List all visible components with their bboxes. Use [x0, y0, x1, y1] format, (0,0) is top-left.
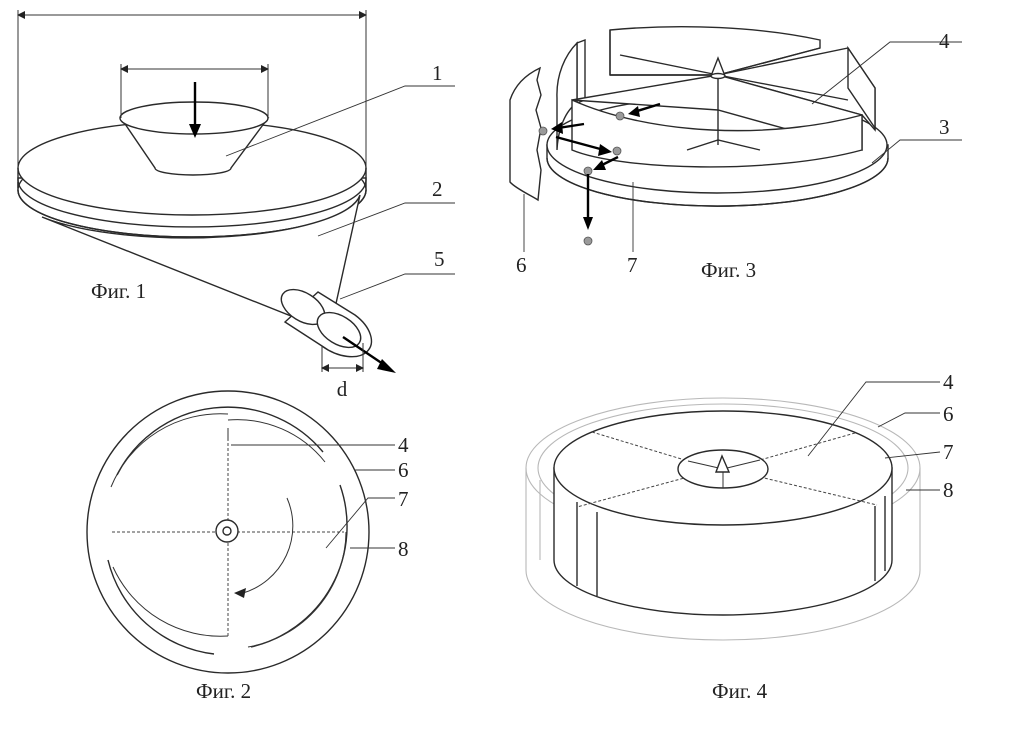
- inflow-arrow: [189, 82, 201, 138]
- figure-4-leaders: [807, 381, 941, 491]
- fig4-label-8: 8: [943, 478, 954, 502]
- figure-2-leaders: [231, 444, 395, 549]
- fig4-label-7: 7: [943, 440, 954, 464]
- figure-1-leaders: [225, 85, 455, 300]
- fig3-label-6: 6: [516, 253, 527, 277]
- outflow-arrow: [342, 336, 396, 373]
- dimension-label-d: d: [337, 377, 348, 401]
- shell-arc-lower: [107, 559, 215, 655]
- rotor-cylinder: [553, 410, 893, 616]
- shell-arc-right: [250, 484, 348, 648]
- outer-shell-fragment: [509, 66, 542, 202]
- figure-1: d 1 2 5 Фиг. 1: [17, 10, 455, 401]
- fig3-caption: Фиг. 3: [701, 258, 756, 282]
- figure-4: 4 6 7 8 Фиг. 4: [525, 370, 954, 703]
- fig4-label-4: 4: [943, 370, 954, 394]
- central-hub: [215, 519, 239, 543]
- back-quadrant: [609, 26, 821, 76]
- fig3-label-4: 4: [939, 29, 950, 53]
- rotation-direction-arrow: [234, 497, 294, 598]
- fig4-caption: Фиг. 4: [712, 679, 768, 703]
- hub-cone: [709, 56, 727, 80]
- fig2-label-7: 7: [398, 487, 409, 511]
- fig2-label-6: 6: [398, 458, 409, 482]
- fig2-caption: Фиг. 2: [196, 679, 251, 703]
- fig3-label-7: 7: [627, 253, 638, 277]
- fig4-label-6: 6: [943, 402, 954, 426]
- figure-3-leaders: [523, 41, 962, 252]
- figure-2: 4 6 7 8 Фиг. 2: [86, 390, 409, 703]
- fig2-label-8: 8: [398, 537, 409, 561]
- partition-plates: [610, 47, 849, 101]
- fig1-label-5: 5: [434, 247, 445, 271]
- outer-housing-circle: [86, 390, 370, 674]
- fig3-label-3: 3: [939, 115, 950, 139]
- fig1-label-1: 1: [432, 61, 443, 85]
- fig1-caption: Фиг. 1: [91, 279, 146, 303]
- sector-dividers: [576, 431, 878, 508]
- separator-disk-body: [17, 120, 367, 319]
- inlet-width-dimension: [120, 64, 269, 118]
- fig1-label-2: 2: [432, 177, 443, 201]
- outlet-pipe: [280, 288, 373, 358]
- front-chamber-quadrant: [571, 74, 863, 168]
- particle-flow: [538, 102, 661, 246]
- overall-width-dimension: [17, 10, 367, 190]
- figure-3: 4 3 6 7 Фиг. 3: [509, 26, 962, 282]
- shell-arc-upper: [116, 406, 324, 476]
- fig2-label-4: 4: [398, 433, 409, 457]
- central-hub-4: [677, 449, 769, 489]
- outlet-diameter-dimension: d: [321, 343, 364, 401]
